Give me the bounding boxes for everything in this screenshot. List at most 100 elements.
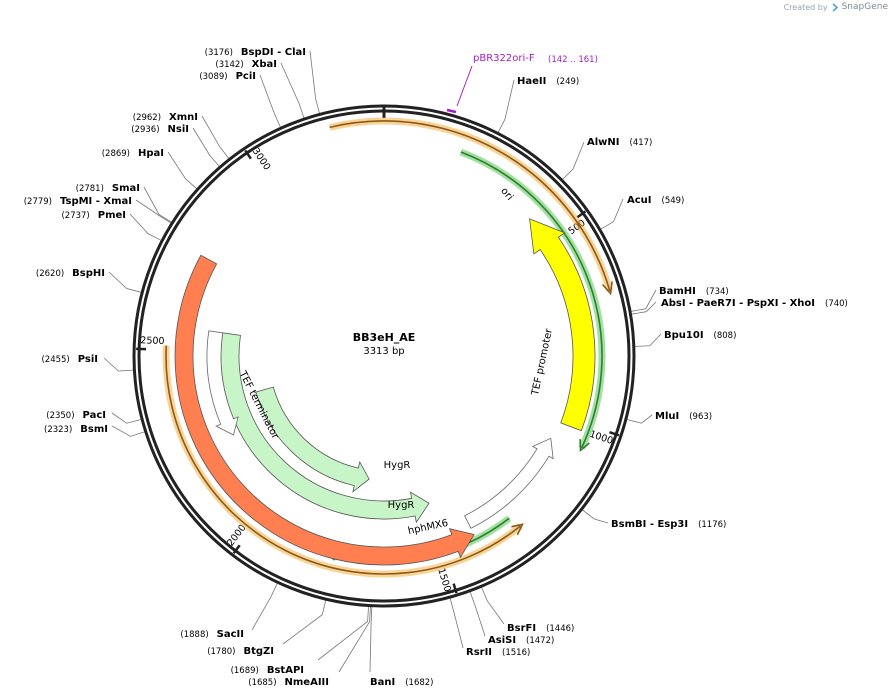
site-position: (1682) <box>405 678 433 688</box>
site-name[interactable]: HaeII <box>517 76 546 87</box>
site-name[interactable]: AbsI - PaeR7I - PspXI - XhoI <box>661 298 815 309</box>
primer-mark[interactable] <box>446 108 457 114</box>
site-leader-line <box>129 213 162 241</box>
site-name[interactable]: NmeAIII <box>285 677 329 688</box>
site-leader-line <box>582 509 609 524</box>
restriction-site[interactable]: BspHI (2620) <box>36 268 142 293</box>
feature-arrow[interactable] <box>206 330 239 436</box>
site-name[interactable]: MluI <box>655 411 679 422</box>
restriction-site[interactable]: AcuI(549) <box>600 195 685 230</box>
site-name[interactable]: BstAPI <box>267 665 304 676</box>
site-position: (1689) <box>231 666 259 676</box>
restriction-site[interactable]: NsiI(2936) <box>131 124 220 167</box>
restriction-site[interactable]: HaeII(249) <box>497 76 579 133</box>
feature-arrow[interactable] <box>529 218 596 432</box>
site-leader-line <box>259 74 281 128</box>
site-name[interactable]: BspHI <box>72 268 105 279</box>
site-name[interactable]: XbaI <box>252 59 277 70</box>
site-name[interactable]: BspDI - ClaI <box>241 47 306 58</box>
feature-label-hphmx6: hphMX6 <box>407 518 449 537</box>
site-name[interactable]: BanI <box>370 677 395 688</box>
feature-hygr-inner[interactable] <box>255 386 370 493</box>
plasmid-length: 3313 bp <box>363 346 404 357</box>
site-name[interactable]: AcuI <box>627 195 652 206</box>
tick-label: 3000 <box>250 146 273 172</box>
site-position: (2781) <box>76 184 104 194</box>
feature-tef-terminator[interactable] <box>206 330 239 436</box>
site-name[interactable]: AlwNI <box>587 137 620 148</box>
site-position: (2620) <box>36 269 64 279</box>
feature-arrow[interactable] <box>220 332 430 524</box>
site-leader-line <box>497 79 515 133</box>
site-leader-line <box>111 425 145 437</box>
restriction-site[interactable]: BamHI(734) <box>630 286 729 312</box>
site-position: (2737) <box>61 211 89 221</box>
restriction-site[interactable]: MluI(963) <box>626 411 712 424</box>
restriction-site[interactable]: AsiSI(1472) <box>469 591 554 646</box>
restriction-site[interactable]: BsmBI - Esp3I (1176) <box>582 509 726 530</box>
tick-mark <box>609 430 620 437</box>
restriction-site[interactable]: PacI(2350) <box>46 410 142 424</box>
restriction-site[interactable]: PsiI(2455) <box>41 354 134 372</box>
site-name[interactable]: BsrFI <box>507 623 536 634</box>
restriction-site[interactable]: SacII(1888) <box>180 583 278 640</box>
restriction-site[interactable]: Bpu10I(808) <box>634 330 737 347</box>
feature-ori[interactable] <box>529 218 596 432</box>
site-leader-line <box>338 606 371 673</box>
restriction-site[interactable]: BanI (1682) <box>369 606 433 688</box>
restriction-site[interactable]: NmeAIII (1685) <box>248 606 371 688</box>
restriction-site[interactable]: RsrII(1516) <box>449 598 530 658</box>
restriction-site[interactable]: PciI(3089) <box>199 71 281 128</box>
restriction-site[interactable]: AlwNI(417) <box>562 137 652 180</box>
site-position: (1685) <box>248 678 276 688</box>
restriction-site[interactable]: AbsI - PaeR7I - PspXI - XhoI(740) <box>631 298 848 315</box>
tick-label: 2500 <box>140 335 165 347</box>
site-name[interactable]: RsrII <box>466 647 492 658</box>
site-leader-line <box>630 289 657 312</box>
feature-label-hygr-outer: HygR <box>388 500 415 511</box>
orange-band-top <box>328 117 614 296</box>
site-name[interactable]: Bpu10I <box>664 330 704 341</box>
restriction-site[interactable]: BstAPI (1689) <box>231 606 369 676</box>
site-name[interactable]: BtgZI <box>243 646 274 657</box>
feature-arrow[interactable] <box>174 254 475 566</box>
site-name[interactable]: PciI <box>236 71 256 82</box>
restriction-site[interactable]: BsmI(2323) <box>44 424 145 437</box>
restriction-site[interactable]: BsrFI(1446) <box>481 587 575 634</box>
site-position: (3176) <box>205 48 233 58</box>
site-name[interactable]: PsiI <box>78 354 98 365</box>
feature-arrow[interactable] <box>464 437 554 529</box>
restriction-site[interactable]: PmeI (2737) <box>61 210 162 241</box>
restriction-site[interactable]: BspDI - ClaI (3176) <box>205 47 320 114</box>
restriction-site[interactable]: XbaI(3142) <box>215 59 305 119</box>
site-name[interactable]: PmeI <box>98 210 126 221</box>
feature-hphmx6[interactable] <box>174 254 475 566</box>
green-band-right <box>459 148 606 453</box>
site-name[interactable]: SacII <box>217 629 244 640</box>
restriction-site[interactable]: HpaI(2869) <box>102 148 198 190</box>
site-name[interactable]: SmaI <box>112 183 140 194</box>
restriction-site[interactable]: XmnI(2962) <box>133 112 230 159</box>
site-leader-line <box>108 271 142 293</box>
site-leader-line <box>201 115 230 159</box>
tick-mark <box>244 149 252 160</box>
feature-arrow[interactable] <box>255 386 370 493</box>
restriction-site[interactable]: BtgZI(1780) <box>207 600 327 657</box>
site-name[interactable]: XmnI <box>169 112 198 123</box>
site-name[interactable]: TspMI - XmaI <box>60 196 132 207</box>
feature-hygr-outer[interactable] <box>220 332 430 524</box>
site-name[interactable]: AsiSI <box>488 635 516 646</box>
site-name[interactable]: BsmI <box>80 424 108 435</box>
restriction-site[interactable]: TspMI - XmaI(2779) <box>24 196 172 224</box>
site-position: (1176) <box>698 520 726 530</box>
site-name[interactable]: BsmBI - Esp3I <box>611 519 688 530</box>
site-name[interactable]: NsiI <box>168 124 189 135</box>
restriction-site[interactable]: SmaI (2781) <box>76 183 172 223</box>
feature-tef-promoter[interactable] <box>464 437 554 529</box>
site-name[interactable]: HpaI <box>138 148 164 159</box>
site-name[interactable]: BamHI <box>659 286 696 297</box>
site-leader-line <box>192 127 220 167</box>
primer-label[interactable]: pBR322ori-F <box>473 53 535 64</box>
site-name[interactable]: PacI <box>83 410 106 421</box>
